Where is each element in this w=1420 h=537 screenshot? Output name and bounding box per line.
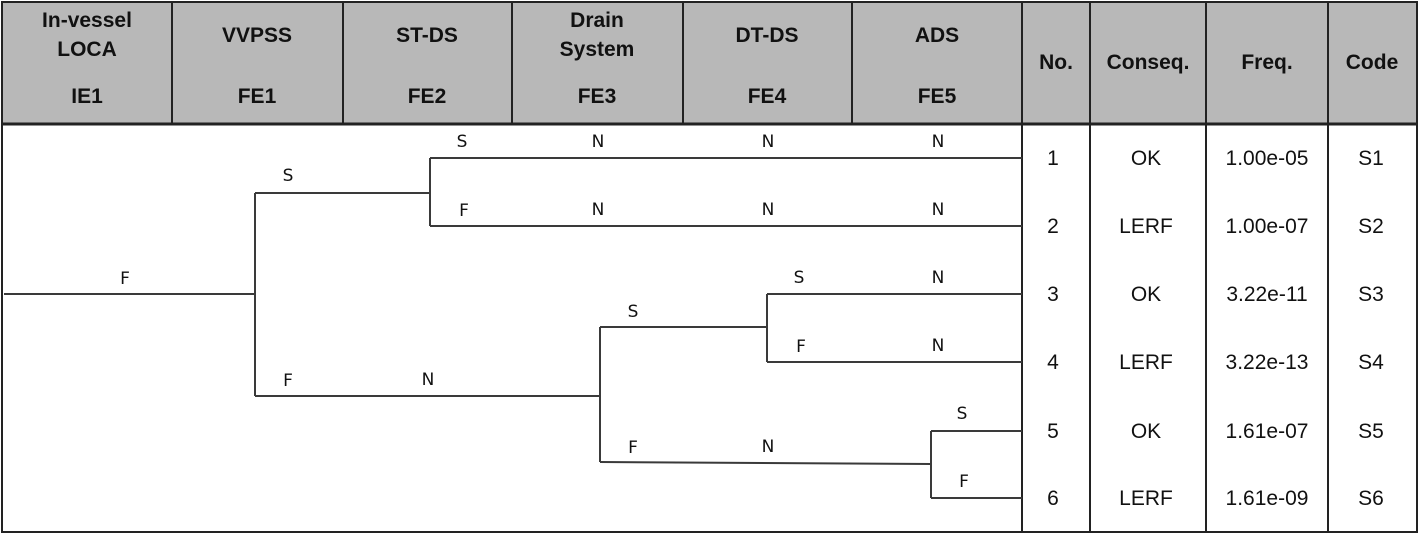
header-fe5-title: ADS bbox=[915, 24, 959, 47]
sequence-number: 2 bbox=[1047, 215, 1059, 238]
header-fe3-line2: System bbox=[560, 38, 635, 61]
label-fe3-failure: F bbox=[628, 438, 638, 458]
header-fe4-code: FE4 bbox=[748, 85, 787, 108]
header-event-columns: In-vessel LOCA IE1 VVPSS FE1 ST-DS FE2 D… bbox=[42, 9, 959, 108]
table-row: 4 LERF 3.22e-13 S4 bbox=[1047, 351, 1384, 374]
header-fe1-code: FE1 bbox=[238, 85, 277, 108]
header-fe4-title: DT-DS bbox=[736, 24, 799, 47]
label-ie1: F bbox=[120, 269, 130, 289]
header-separators bbox=[171, 2, 853, 124]
sequence-code: S1 bbox=[1358, 147, 1384, 170]
label-fe3-failure-fe4: N bbox=[762, 437, 775, 457]
header-fe2-title: ST-DS bbox=[396, 24, 458, 47]
sequence-number: 1 bbox=[1047, 147, 1059, 170]
label-seq1-fe4: N bbox=[762, 132, 775, 152]
branch-labels: F S F N S N N N F N N N S S N F N F N S … bbox=[120, 132, 969, 492]
label-fe1-success: S bbox=[283, 166, 294, 186]
label-seq5-fe5: S bbox=[957, 404, 968, 424]
sequence-consequence: OK bbox=[1131, 420, 1161, 443]
table-row: 1 OK 1.00e-05 S1 bbox=[1047, 147, 1384, 170]
sequence-frequency: 1.00e-07 bbox=[1226, 215, 1309, 238]
header-background bbox=[2, 2, 1417, 124]
label-seq6-fe5: F bbox=[959, 472, 969, 492]
header-conseq: Conseq. bbox=[1107, 51, 1190, 74]
header-fe3-line1: Drain bbox=[570, 9, 624, 32]
label-seq2-fe5: N bbox=[932, 200, 945, 220]
label-fe3-success: S bbox=[628, 302, 639, 322]
header-result-columns: No. Conseq. Freq. Code bbox=[1039, 51, 1398, 74]
label-fe1-failure: F bbox=[283, 371, 293, 391]
sequence-code: S6 bbox=[1358, 487, 1384, 510]
header-ie1-line2: LOCA bbox=[57, 38, 117, 61]
sequence-code: S4 bbox=[1358, 351, 1384, 374]
header-ie1-line1: In-vessel bbox=[42, 9, 132, 32]
sequence-consequence: OK bbox=[1131, 283, 1161, 306]
sequence-frequency: 3.22e-13 bbox=[1226, 351, 1309, 374]
sequence-number: 3 bbox=[1047, 283, 1059, 306]
header-fe1-title: VVPSS bbox=[222, 24, 292, 47]
event-tree-lines bbox=[4, 157, 1022, 499]
label-seq2-fe4: N bbox=[762, 200, 775, 220]
header-ie1-code: IE1 bbox=[71, 85, 103, 108]
label-seq4-fe5: N bbox=[932, 336, 945, 356]
table-row: 6 LERF 1.61e-09 S6 bbox=[1047, 487, 1384, 510]
sequence-consequence: LERF bbox=[1119, 351, 1173, 374]
table-row: 5 OK 1.61e-07 S5 bbox=[1047, 420, 1384, 443]
header-no: No. bbox=[1039, 51, 1073, 74]
header-fe2-code: FE2 bbox=[408, 85, 447, 108]
sequence-frequency: 3.22e-11 bbox=[1226, 283, 1307, 306]
label-seq1-fe5: N bbox=[932, 132, 945, 152]
sequence-number: 5 bbox=[1047, 420, 1059, 443]
sequence-consequence: LERF bbox=[1119, 487, 1173, 510]
label-seq4-fe4: F bbox=[796, 337, 806, 357]
label-seq3-fe5: N bbox=[932, 268, 945, 288]
sequence-consequence: LERF bbox=[1119, 215, 1173, 238]
label-seq1-fe2: S bbox=[457, 132, 468, 152]
sequence-frequency: 1.00e-05 bbox=[1226, 147, 1309, 170]
header-freq: Freq. bbox=[1241, 51, 1292, 74]
header-fe5-code: FE5 bbox=[918, 85, 957, 108]
sequence-frequency: 1.61e-09 bbox=[1226, 487, 1309, 510]
header-code: Code bbox=[1346, 51, 1399, 74]
header-fe3-code: FE3 bbox=[578, 85, 617, 108]
label-seq2-fe2: F bbox=[459, 201, 469, 221]
label-seq1-fe3: N bbox=[592, 132, 605, 152]
fe3-failure-branch bbox=[599, 461, 932, 465]
sequence-number: 6 bbox=[1047, 487, 1059, 510]
result-separators bbox=[1021, 2, 1329, 532]
sequence-consequence: OK bbox=[1131, 147, 1161, 170]
sequence-frequency: 1.61e-07 bbox=[1226, 420, 1309, 443]
table-row: 2 LERF 1.00e-07 S2 bbox=[1047, 215, 1384, 238]
table-row: 3 OK 3.22e-11 S3 bbox=[1047, 283, 1384, 306]
sequence-code: S5 bbox=[1358, 420, 1384, 443]
label-seq3-fe4: S bbox=[794, 268, 805, 288]
sequence-code: S2 bbox=[1358, 215, 1384, 238]
label-fe1-failure-fe2: N bbox=[422, 370, 435, 390]
sequence-number: 4 bbox=[1047, 351, 1059, 374]
label-seq2-fe3: N bbox=[592, 200, 605, 220]
sequence-code: S3 bbox=[1358, 283, 1384, 306]
